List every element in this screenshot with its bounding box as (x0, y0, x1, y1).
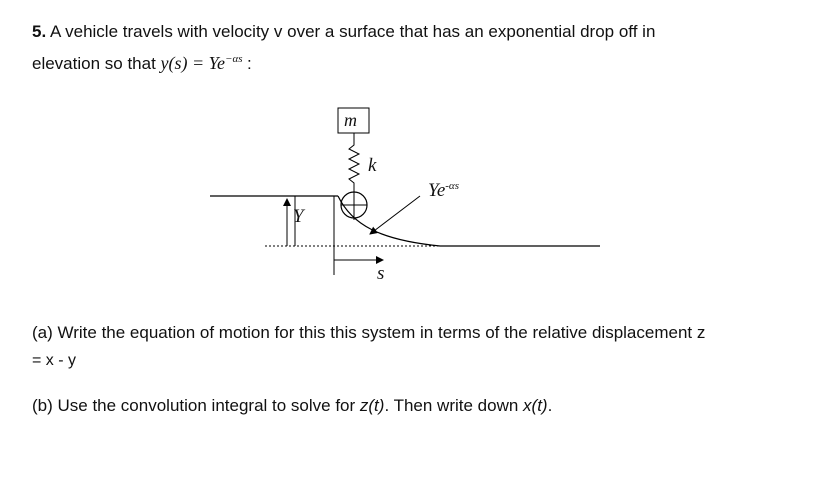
mass-box (337, 107, 370, 134)
part-b-zt: z(t) (359, 396, 385, 415)
spring (347, 133, 361, 191)
problem-text-1: A vehicle travels with velocity v over a… (49, 22, 656, 41)
elevation-equation: y(s) = Ye−αs (161, 53, 247, 73)
curve-label-base: Ye (428, 180, 446, 201)
part-b-prefix: (b) Use the convolution integral to solv… (32, 396, 360, 415)
problem-text-2-suffix: : (247, 54, 252, 73)
exponential-curve (337, 195, 441, 247)
s-label: s (377, 263, 385, 284)
mass-label: m (344, 110, 357, 130)
equation-lhs: y(s) = Ye (160, 53, 226, 73)
part-a-line-2: = x - y (32, 352, 76, 370)
equation-exponent: −αs (225, 53, 243, 65)
part-a-relation: = x - y (32, 352, 77, 369)
problem-line-2: elevation so that y(s) = Ye−αs : (32, 53, 252, 74)
problem-line-1: 5. A vehicle travels with velocity v ove… (32, 22, 655, 42)
problem-text-2: elevation so that (32, 54, 156, 73)
part-b-xt: x(t) (523, 396, 548, 415)
curve-label-exp: -αs (445, 180, 459, 192)
spring-label: k (368, 155, 377, 176)
curve-pointer (369, 195, 421, 235)
part-b-middle: . Then write down (384, 396, 524, 415)
curve-label: Ye-αs (428, 180, 459, 202)
part-a-line-1: (a) Write the equation of motion for thi… (32, 323, 705, 343)
part-b-line: (b) Use the convolution integral to solv… (32, 396, 552, 416)
part-b-suffix: . (547, 396, 553, 415)
part-a-text: (a) Write the equation of motion for thi… (32, 323, 706, 342)
problem-number: 5. (32, 22, 47, 41)
height-label: Y (293, 206, 304, 227)
